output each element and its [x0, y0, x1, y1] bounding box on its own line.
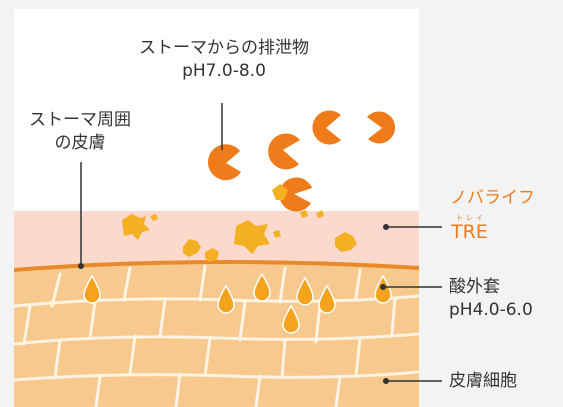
acid-mantle-droplets — [83, 272, 392, 334]
fragment — [205, 248, 219, 262]
excreta-particle — [268, 133, 300, 170]
excreta-particles — [207, 110, 396, 212]
droplet — [217, 284, 235, 314]
fragment — [272, 184, 288, 200]
fragment — [335, 232, 357, 252]
excreta-title: ストーマからの排泄物 — [139, 38, 309, 58]
tre-leader-dot — [383, 224, 389, 230]
droplet — [83, 274, 101, 304]
acid-mantle-label: 酸外套 — [449, 277, 500, 297]
skin-surface-line — [14, 259, 419, 272]
fragment — [316, 210, 324, 218]
fragment — [150, 214, 158, 221]
excreta-particle — [279, 177, 312, 212]
fragment — [273, 230, 281, 238]
peristomal-leader-dot — [78, 263, 84, 269]
peristomal-label-line1: ストーマ周囲 — [29, 110, 131, 130]
droplet — [296, 276, 314, 306]
excreta-particle — [207, 144, 241, 181]
fragment — [183, 239, 201, 257]
product-name: ノバライフ — [450, 188, 535, 208]
fragment — [122, 214, 150, 240]
product-code-ruby: トレイ — [456, 214, 486, 222]
excreta-ph: pH7.0-8.0 — [182, 61, 266, 81]
skin-cell-lines — [14, 264, 419, 407]
excreta-particle — [312, 110, 341, 145]
droplet — [318, 284, 336, 314]
excreta-particle — [367, 111, 396, 144]
droplet — [253, 272, 271, 302]
acid-mantle-leader-dot — [380, 284, 386, 290]
skin-cells-leader-dot — [383, 378, 389, 384]
droplet — [282, 304, 300, 334]
fragment — [234, 220, 270, 254]
peristomal-label-line2: の皮膚 — [54, 133, 106, 153]
skin-cells-label: 皮膚細胞 — [449, 371, 517, 391]
product-code: TRE — [451, 221, 488, 243]
broken-fragments — [122, 184, 357, 262]
fragment — [300, 210, 308, 218]
acid-mantle-ph: pH4.0-6.0 — [449, 300, 533, 320]
